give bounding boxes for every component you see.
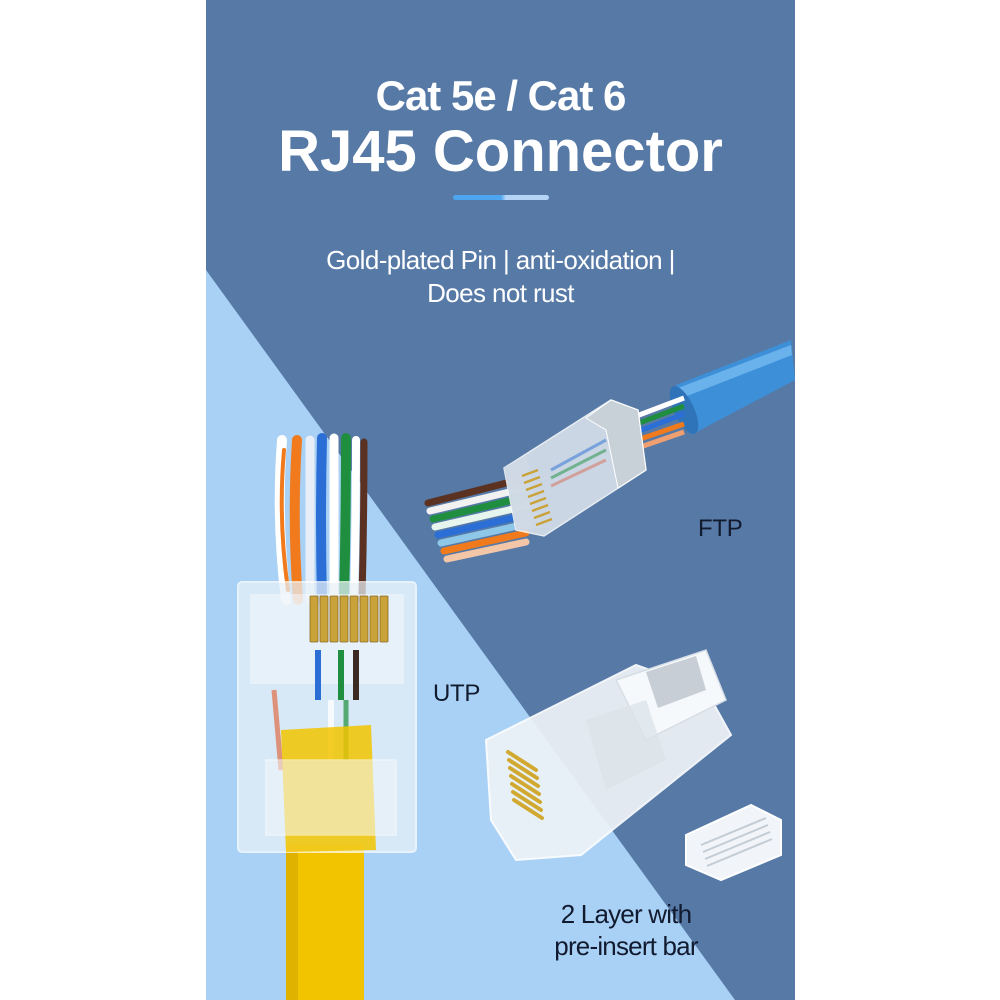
product-banner: Cat 5e / Cat 6 RJ45 Connector Gold-plate…: [206, 0, 795, 1000]
ftp-connector-image: [424, 340, 795, 563]
utp-label: UTP: [433, 680, 481, 707]
utp-connector-body: [237, 581, 417, 853]
clear-connector-body: [484, 649, 733, 862]
two-layer-connector-image: [484, 649, 782, 882]
utp-cable: [286, 845, 364, 1000]
caption-line-2: pre-insert bar: [554, 931, 698, 961]
ftp-label: FTP: [698, 515, 743, 542]
pre-insert-bar: [685, 803, 782, 882]
title-underline-accent: [453, 195, 549, 200]
page-title: RJ45 Connector: [278, 119, 723, 184]
pre-insert-bar-caption: 2 Layer with pre-insert bar: [526, 898, 726, 962]
ftp-connector-body: [503, 399, 647, 537]
utp-connector-image: [237, 433, 417, 1000]
features-text: Gold-plated Pin | anti-oxidation | Does …: [206, 244, 795, 310]
category-subtitle: Cat 5e / Cat 6: [375, 72, 627, 119]
caption-line-1: 2 Layer with: [560, 899, 692, 929]
features-line-1: Gold-plated Pin | anti-oxidation |: [326, 245, 675, 275]
features-line-2: Does not rust: [427, 278, 574, 308]
